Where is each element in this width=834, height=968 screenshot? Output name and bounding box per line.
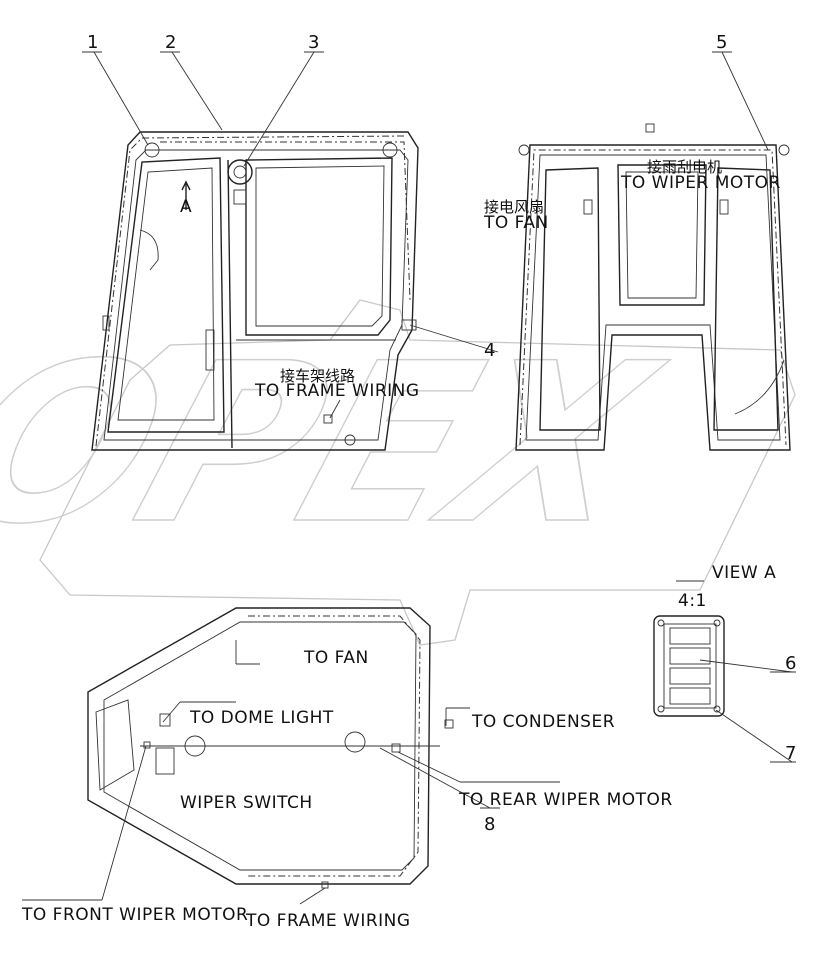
switch-panel-view-a <box>653 580 725 717</box>
label-to-rear-wiper-motor: TO REAR WIPER MOTOR <box>458 790 673 810</box>
label-to-condenser: TO CONDENSER <box>471 712 615 732</box>
cab-front-view <box>91 131 419 451</box>
label-to-fan-cn: 接电风扇 <box>484 198 544 216</box>
item-number-1: 1 <box>87 32 98 53</box>
cab-rear-view <box>515 123 791 451</box>
label-to-fan-plan: TO FAN <box>303 648 369 668</box>
view-marker-a: A <box>180 197 192 217</box>
watermark: OPEX <box>0 299 796 646</box>
label-to-frame-wiring-bottom: TO FRAME WIRING <box>245 911 411 931</box>
label-to-fan-rear: TO FAN <box>483 213 549 233</box>
item-number-7: 7 <box>785 743 796 764</box>
label-to-front-wiper-motor: TO FRONT WIPER MOTOR <box>21 905 248 925</box>
cab-plan-view <box>87 607 454 889</box>
item-number-5: 5 <box>716 32 727 53</box>
item-number-3: 3 <box>308 32 319 53</box>
item-number-4: 4 <box>484 340 495 361</box>
item-number-2: 2 <box>165 32 176 53</box>
label-to-dome-light: TO DOME LIGHT <box>189 708 334 728</box>
label-to-frame-wiring-cn: 接车架线路 <box>280 367 355 385</box>
view-a-title: VIEW A <box>712 563 776 583</box>
label-wiper-switch: WIPER SWITCH <box>180 793 313 813</box>
watermark-text: OPEX <box>0 316 685 572</box>
label-to-wiper-motor-cn: 接雨刮电机 <box>647 158 722 176</box>
item-number-6: 6 <box>785 653 796 674</box>
leader-lines <box>22 51 796 905</box>
view-a-scale: 4:1 <box>678 591 707 611</box>
label-to-frame-wiring-top: TO FRAME WIRING <box>254 381 420 401</box>
label-to-wiper-motor: TO WIPER MOTOR <box>620 173 781 193</box>
item-number-8: 8 <box>484 814 495 835</box>
